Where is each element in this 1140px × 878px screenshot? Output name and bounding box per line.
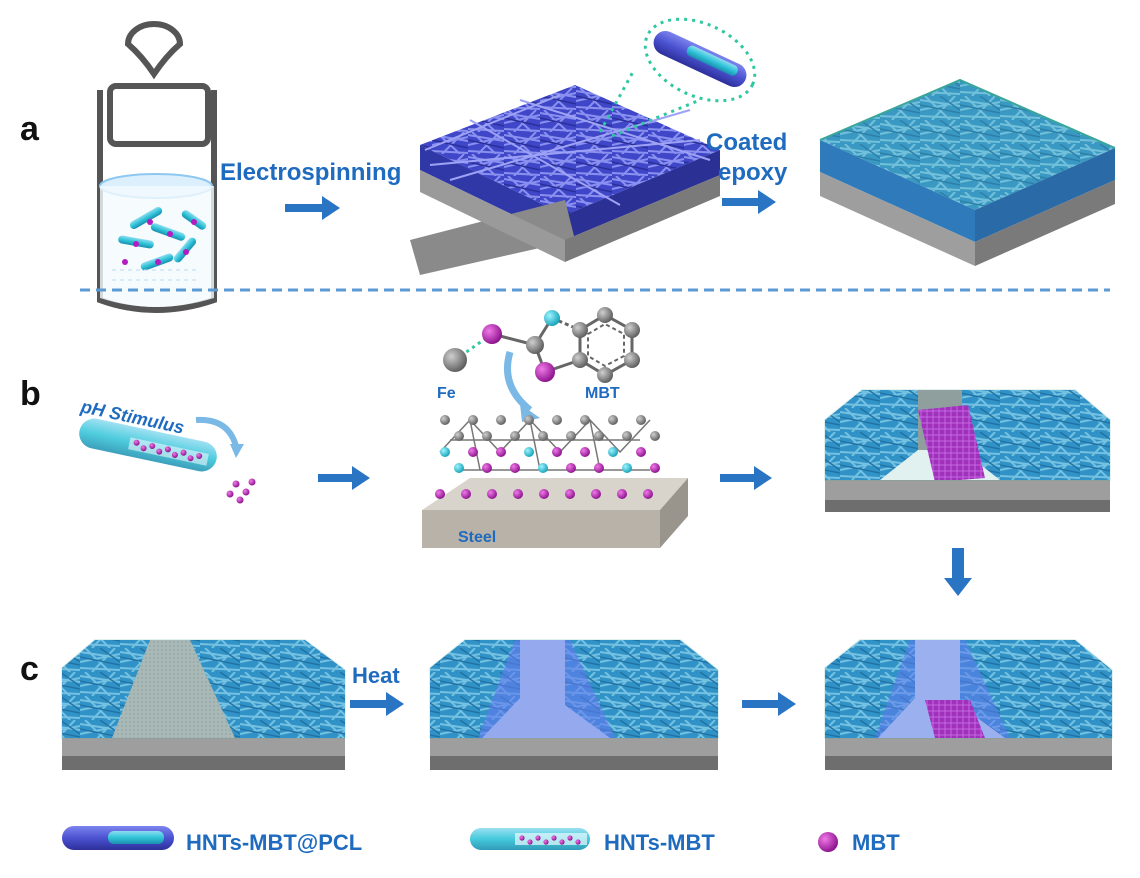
beaker (97, 21, 217, 313)
lattice-atom (524, 447, 534, 457)
arrow-c2 (742, 692, 796, 716)
panel-b-letter: b (20, 375, 41, 413)
lattice-atom (650, 431, 660, 441)
lattice-atom (608, 447, 618, 457)
lattice-atom (496, 415, 506, 425)
lattice-atom (580, 447, 590, 457)
mbt-molecule (443, 307, 640, 383)
mat-pcl-flowed (429, 639, 719, 770)
lattice-atom (524, 415, 534, 425)
coated-mat (819, 78, 1116, 266)
legend-item-hnts-mbt: HNTs-MBT (604, 830, 715, 855)
mat-scratched (61, 639, 346, 770)
lattice-atom (565, 489, 575, 499)
epoxy-label: epoxy (718, 159, 788, 186)
coated-label: Coated (706, 129, 787, 156)
arrow-b3-down (944, 548, 972, 596)
arrow-a1 (285, 196, 340, 220)
mbt-molecule-label: MBT (585, 385, 620, 402)
lattice-atom (482, 431, 492, 441)
lattice-atom (636, 447, 646, 457)
legend-hnt-icon (470, 828, 590, 850)
steel-label: Steel (458, 529, 496, 546)
lattice-atom (513, 489, 523, 499)
mat-healed (824, 639, 1113, 770)
mat-mbt-filled (824, 389, 1111, 512)
lattice-atom (594, 463, 604, 473)
lattice-atom (440, 447, 450, 457)
lattice-atom (650, 463, 660, 473)
electrospinning-label: Electrospinning (220, 159, 401, 186)
lattice-atom (538, 463, 548, 473)
legend-pcl-icon (62, 826, 174, 850)
fe-label: Fe (437, 385, 456, 402)
lattice-atom (594, 431, 604, 441)
lattice-atom (487, 489, 497, 499)
lattice-atom (591, 489, 601, 499)
legend: HNTs-MBT@PCL HNTs-MBT MBT (62, 826, 900, 855)
lattice-atom (538, 431, 548, 441)
lattice-atom (580, 415, 590, 425)
lattice-atom (566, 431, 576, 441)
lattice-atom (643, 489, 653, 499)
lattice-atom (622, 463, 632, 473)
zoom-inset (598, 17, 757, 138)
lattice-atom (454, 431, 464, 441)
legend-mbt-icon (818, 832, 838, 852)
lattice-atom (566, 463, 576, 473)
adsorbed-layer (422, 418, 688, 548)
lattice-atom (440, 415, 450, 425)
lattice-atom (510, 431, 520, 441)
panel-a-letter: a (20, 110, 40, 148)
arrow-c1 (350, 692, 404, 716)
lattice-atom (496, 447, 506, 457)
lattice-atom (454, 463, 464, 473)
legend-item-hnts-mbt-pcl: HNTs-MBT@PCL (186, 830, 362, 855)
panel-c-letter: c (20, 650, 39, 688)
lattice-atom (468, 415, 478, 425)
lattice-atom (617, 489, 627, 499)
lattice-atom (636, 415, 646, 425)
lattice-atom (461, 489, 471, 499)
lattice-atom (482, 463, 492, 473)
arrow-b1 (318, 466, 370, 490)
hnt-tube-release (79, 416, 256, 504)
legend-item-mbt: MBT (852, 830, 900, 855)
lattice-atoms (435, 415, 660, 499)
lattice-atom (435, 489, 445, 499)
lattice-atom (539, 489, 549, 499)
adsorb-arrow (504, 351, 533, 413)
fiber-mat (410, 85, 720, 275)
arrow-b2 (720, 466, 772, 490)
arrow-a2 (722, 190, 776, 214)
lattice-atom (510, 463, 520, 473)
lattice-atom (552, 447, 562, 457)
lattice-atom (468, 447, 478, 457)
lattice-atom (608, 415, 618, 425)
lattice-atom (552, 415, 562, 425)
heat-label: Heat (352, 663, 400, 688)
lattice-atom (622, 431, 632, 441)
